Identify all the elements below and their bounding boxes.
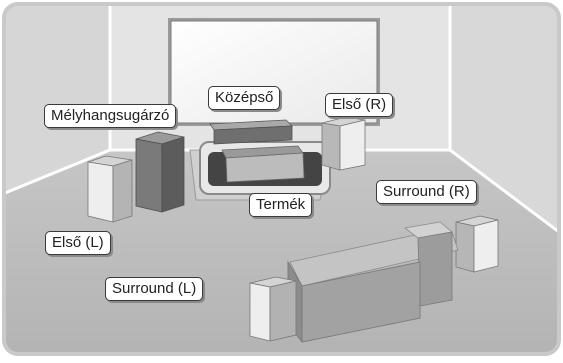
frame-border: [2, 2, 561, 356]
left-wall: [4, 4, 110, 195]
surround-left-speaker: [249, 276, 297, 342]
label-subwoofer: Mélyhangsugárzó: [44, 104, 177, 128]
surround-right-speaker: [455, 215, 499, 273]
label-surround-right: Surround (R): [376, 180, 477, 204]
front-left-speaker: [87, 155, 133, 223]
label-surround-left: Surround (L): [105, 277, 204, 301]
label-front-left: Első (L): [45, 231, 111, 255]
subwoofer: [135, 131, 185, 213]
label-product: Termék: [249, 193, 313, 217]
label-front-right: Első (R): [325, 93, 394, 117]
right-wall: [450, 4, 559, 235]
front-right-speaker: [321, 116, 366, 171]
center-speaker: [209, 119, 293, 145]
product-unit: [221, 145, 305, 183]
label-center: Középső: [208, 86, 281, 110]
sofa: [287, 221, 459, 344]
